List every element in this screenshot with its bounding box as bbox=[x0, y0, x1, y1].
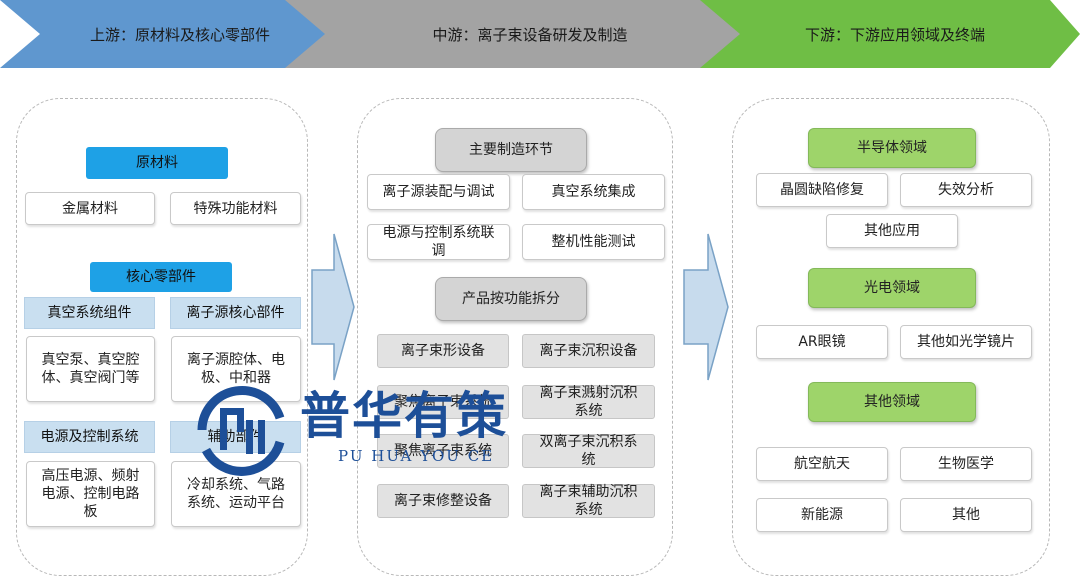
watermark-text: 普华有策 bbox=[300, 387, 508, 445]
group-title-vacuum: 真空系统组件 bbox=[24, 297, 155, 329]
arrow-right-icon bbox=[683, 233, 729, 381]
func-item-4: 离子束溅射沉积系统 bbox=[522, 385, 655, 419]
other-fields-header: 其他领域 bbox=[808, 382, 976, 422]
raw-item-metal: 金属材料 bbox=[25, 192, 155, 225]
stage-downstream-chevron bbox=[700, 0, 1080, 68]
semiconductor-header: 半导体领域 bbox=[808, 128, 976, 168]
optoelectronics-header: 光电领域 bbox=[808, 268, 976, 308]
mfg-item-test: 整机性能测试 bbox=[522, 224, 665, 260]
group-body-vacuum: 真空泵、真空腔体、真空阀门等 bbox=[26, 336, 155, 402]
stage-midstream-label: 中游：离子束设备研发及制造 bbox=[432, 25, 628, 44]
other-item-biomed: 生物医学 bbox=[900, 447, 1032, 481]
func-item-8: 离子束辅助沉积系统 bbox=[522, 484, 655, 518]
func-header: 产品按功能拆分 bbox=[435, 277, 587, 321]
func-item-6: 双离子束沉积系统 bbox=[522, 434, 655, 468]
core-parts-header: 核心零部件 bbox=[90, 262, 232, 292]
mfg-header: 主要制造环节 bbox=[435, 128, 587, 172]
other-item-energy: 新能源 bbox=[756, 498, 888, 532]
stage-upstream-label: 上游：原材料及核心零部件 bbox=[89, 25, 270, 44]
func-item-2: 离子束沉积设备 bbox=[522, 334, 655, 368]
raw-item-special: 特殊功能材料 bbox=[170, 192, 301, 225]
group-body-power: 高压电源、频射电源、控制电路板 bbox=[26, 461, 155, 527]
opto-item-lens: 其他如光学镜片 bbox=[900, 325, 1032, 359]
group-body-ion-source: 离子源腔体、电极、中和器 bbox=[171, 336, 301, 402]
other-item-misc: 其他 bbox=[900, 498, 1032, 532]
group-title-power: 电源及控制系统 bbox=[24, 421, 155, 453]
other-item-aerospace: 航空航天 bbox=[756, 447, 888, 481]
semi-item-failure: 失效分析 bbox=[900, 173, 1032, 207]
mfg-item-power: 电源与控制系统联调 bbox=[367, 224, 510, 260]
opto-item-ar: AR眼镜 bbox=[756, 325, 888, 359]
func-item-3: 聚焦离子束系统 bbox=[377, 385, 509, 419]
func-item-5: 聚焦离子束系统 bbox=[377, 434, 509, 468]
mfg-item-ion-source: 离子源装配与调试 bbox=[367, 174, 510, 210]
semi-item-wafer: 晶圆缺陷修复 bbox=[756, 173, 888, 207]
watermark-subtext: PU HUA YOU CE bbox=[338, 447, 495, 465]
semi-item-other: 其他应用 bbox=[826, 214, 958, 248]
arrow-right-icon bbox=[311, 233, 355, 381]
group-title-ion-source: 离子源核心部件 bbox=[170, 297, 301, 329]
stage-midstream-chevron bbox=[285, 0, 745, 68]
func-item-7: 离子束修整设备 bbox=[377, 484, 509, 518]
raw-materials-header: 原材料 bbox=[86, 147, 228, 179]
mfg-item-vacuum: 真空系统集成 bbox=[522, 174, 665, 210]
stage-banner bbox=[0, 0, 1080, 68]
func-item-1: 离子束形设备 bbox=[377, 334, 509, 368]
stage-downstream-label: 下游：下游应用领域及终端 bbox=[804, 25, 985, 44]
stage-upstream-chevron bbox=[0, 0, 340, 68]
watermark-logo-icon bbox=[197, 385, 285, 476]
